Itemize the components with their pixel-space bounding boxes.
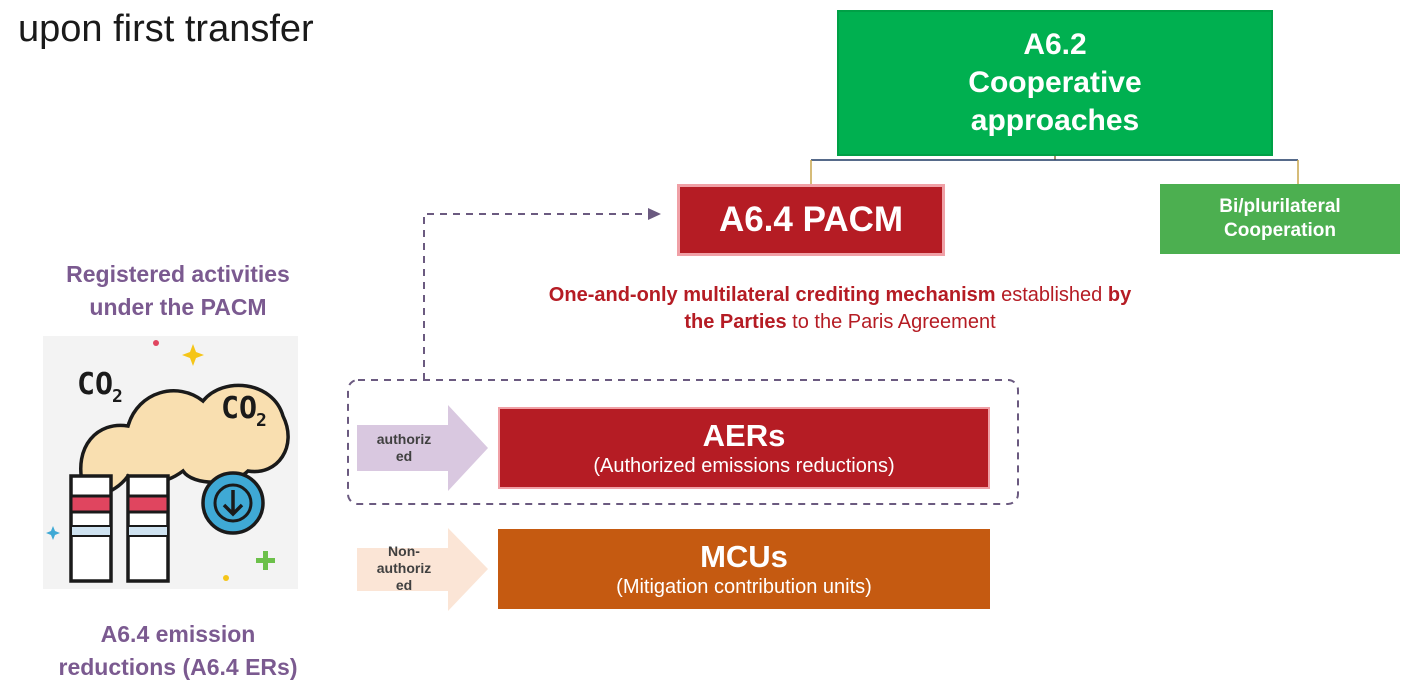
co2-label-right: CO [221, 391, 257, 426]
aers-box: AERs (Authorized emissions reductions) [498, 407, 990, 489]
a62-line2: Cooperative [968, 66, 1142, 99]
bilateral-line2: Cooperation [1224, 220, 1336, 241]
co2-label-left: CO [77, 367, 113, 402]
non-authorized-arrow-label: Non- authoriz ed [362, 543, 446, 594]
co2-subscript-left: 2 [112, 386, 123, 407]
authorized-arrow-shape [357, 405, 488, 491]
a62-line3: approaches [970, 104, 1140, 137]
a64-emission-reductions-label: A6.4 emission reductions (A6.4 ERs) [18, 618, 338, 684]
ers-line1: A6.4 emission [100, 621, 256, 647]
aers-subtitle: (Authorized emissions reductions) [593, 455, 895, 477]
pacm-desc-part3: by the Parties [684, 284, 1132, 333]
aers-title: AERs [702, 418, 786, 453]
authorized-group-outline [347, 379, 1019, 505]
mcus-box: MCUs (Mitigation contribution units) [498, 529, 990, 609]
pacm-desc-part2: established [995, 284, 1108, 306]
ers-line2: reductions (A6.4 ERs) [58, 654, 298, 680]
pacm-desc-part4: to the Paris Agreement [786, 311, 996, 333]
factory-icon: CO 2 CO 2 [46, 340, 290, 583]
activities-line2: under the PACM [89, 294, 267, 320]
activities-line1: Registered activities [66, 261, 290, 287]
authorized-line1: authoriz [376, 431, 432, 447]
authorized-arrow-label: authoriz ed [362, 431, 446, 465]
pacm-label: A6.4 PACM [718, 200, 904, 239]
dashed-arrow-head [648, 208, 661, 220]
page-title: upon first transfer [18, 8, 314, 50]
mcus-subtitle: (Mitigation contribution units) [616, 576, 872, 598]
pacm-box: A6.4 PACM [677, 184, 945, 256]
mcus-title: MCUs [700, 539, 788, 574]
non-authorized-line1: Non- [388, 543, 420, 559]
non-authorized-arrow-shape [357, 528, 488, 611]
pacm-desc-part1: One-and-only multilateral crediting mech… [548, 284, 996, 306]
bilateral-line1: Bi/plurilateral [1219, 196, 1341, 217]
non-authorized-line3: ed [395, 577, 413, 593]
a62-cooperative-approaches-box: A6.2 Cooperative approaches [837, 10, 1273, 156]
authorized-line2: ed [395, 448, 413, 464]
co2-subscript-right: 2 [256, 410, 267, 431]
pacm-description: One-and-only multilateral crediting mech… [540, 282, 1140, 336]
dashed-arrow-to-pacm [423, 213, 648, 380]
a62-line1: A6.2 [1023, 28, 1087, 61]
registered-activities-heading: Registered activities under the PACM [18, 258, 338, 324]
bilateral-cooperation-box: Bi/plurilateral Cooperation [1160, 184, 1400, 254]
non-authorized-line2: authoriz [376, 560, 432, 576]
factory-emissions-illustration: CO 2 CO 2 [43, 336, 298, 589]
